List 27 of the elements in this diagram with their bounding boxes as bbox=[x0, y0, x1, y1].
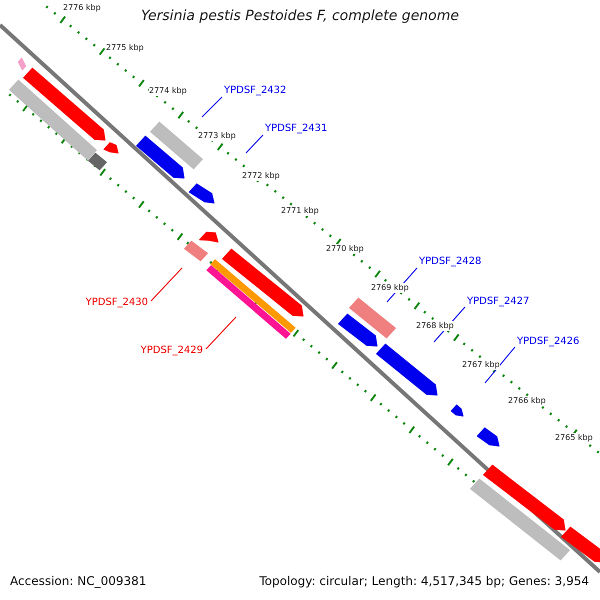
gene-label: YPDSF_2428 bbox=[419, 256, 482, 268]
scale-label: 2765 kbp bbox=[555, 433, 593, 443]
scale-label: 2775 kbp bbox=[106, 43, 144, 53]
scale-label: 2773 kbp bbox=[198, 131, 236, 141]
gene-label: YPDSF_2429 bbox=[140, 345, 203, 357]
scale-label: 2770 kbp bbox=[326, 244, 364, 254]
scale-label: 2776 kbp bbox=[63, 3, 101, 13]
scale-label: 2772 kbp bbox=[242, 171, 280, 181]
scale-label: 2768 kbp bbox=[416, 321, 454, 331]
gene-label: YPDSF_2427 bbox=[467, 296, 530, 308]
scale-label: 2766 kbp bbox=[508, 396, 546, 406]
scale-label: 2767 kbp bbox=[462, 360, 500, 370]
scale-label: 2774 kbp bbox=[149, 86, 187, 96]
leader-line bbox=[150, 268, 182, 302]
gene-label: YPDSF_2432 bbox=[224, 85, 286, 97]
gene-label: YPDSF_2430 bbox=[86, 297, 148, 309]
gene-label: YPDSF_2426 bbox=[517, 336, 580, 348]
scale-label: 2769 kbp bbox=[371, 283, 409, 293]
accession-text: Accession: NC_009381 bbox=[10, 574, 146, 588]
leader-line bbox=[246, 134, 264, 154]
genome-summary-text: Topology: circular; Length: 4,517,345 bp; Genes: 3,954 bbox=[259, 574, 589, 588]
leader-line bbox=[202, 96, 222, 118]
leader-line bbox=[484, 346, 516, 384]
scale-label: 2771 kbp bbox=[281, 206, 319, 216]
gene-label: YPDSF_2431 bbox=[265, 123, 328, 135]
leader-line bbox=[206, 316, 236, 350]
diagram-title: Yersinia pestis Pestoides F, complete genome bbox=[140, 8, 460, 25]
